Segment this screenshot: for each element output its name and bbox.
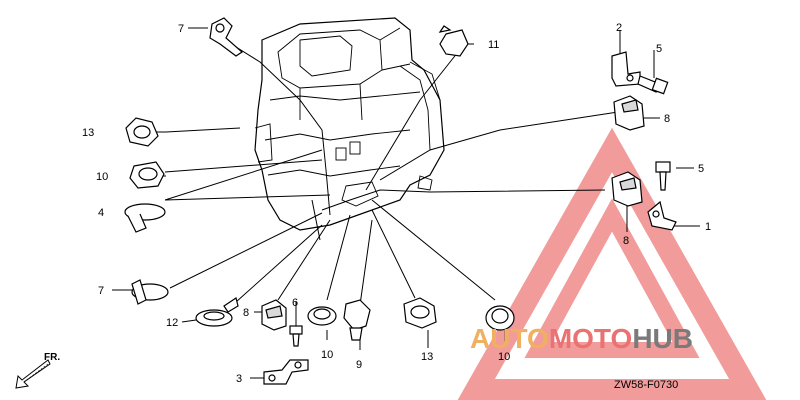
callout-labels: 7 11 2 5 8 13 10 4 5 1 8 7 12 8 6 10 9 1… <box>82 22 711 385</box>
clip-12 <box>195 297 239 327</box>
callout-7-top: 7 <box>178 23 184 35</box>
engine-block <box>254 17 445 231</box>
clip-11 <box>438 25 469 57</box>
clip-10-middle <box>307 306 337 326</box>
clip-7-lower <box>131 279 169 305</box>
callout-10-right: 10 <box>498 351 510 363</box>
watermark-triangle <box>457 127 767 400</box>
callout-10-middle: 10 <box>321 349 333 361</box>
holder-8-lower <box>261 299 287 331</box>
callout-1: 1 <box>705 221 711 233</box>
callout-8-right: 8 <box>623 235 629 247</box>
callout-5-right: 5 <box>698 163 704 175</box>
svg-text:AUTOMOTOHUB: AUTOMOTOHUB <box>470 323 693 354</box>
bracket-2 <box>611 51 641 87</box>
bolt-5-top <box>637 75 669 95</box>
front-direction-indicator: FR. <box>15 352 60 389</box>
bracket-3 <box>263 359 309 385</box>
front-arrow-icon <box>15 359 51 389</box>
callout-9: 9 <box>356 359 362 371</box>
watermark-part-auto: AUTO <box>470 323 549 354</box>
callout-13-lower: 13 <box>421 351 433 363</box>
bracket-1 <box>647 200 677 231</box>
callout-5-top: 5 <box>656 43 662 55</box>
clip-10-left <box>129 161 165 189</box>
callout-4: 4 <box>98 207 104 219</box>
band-4 <box>124 203 166 233</box>
watermark-part-hub: HUB <box>632 323 693 354</box>
callout-11: 11 <box>488 39 499 51</box>
callout-2: 2 <box>616 22 622 34</box>
diagram-code: ZW58-F0730 <box>614 379 678 391</box>
wire-harness <box>227 41 619 241</box>
clip-13-left <box>125 117 159 147</box>
callout-3: 3 <box>236 373 242 385</box>
bolt-5-right <box>655 161 671 191</box>
watermark-part-moto: MOTO <box>549 323 632 354</box>
front-label: FR. <box>44 352 60 363</box>
clip-7-top <box>209 17 243 57</box>
holder-8-top <box>613 95 645 131</box>
holder-8-right <box>611 171 643 207</box>
callout-8-top: 8 <box>664 113 670 125</box>
callout-8-lower: 8 <box>243 307 249 319</box>
callout-10-left: 10 <box>96 171 108 183</box>
callout-6: 6 <box>292 297 298 309</box>
watermark-logo: AUTOMOTOHUB <box>470 323 693 354</box>
clip-9 <box>343 299 371 341</box>
clip-10-right <box>485 305 515 331</box>
callout-13-left: 13 <box>82 127 94 139</box>
callout-12: 12 <box>166 317 178 329</box>
bolt-6 <box>289 325 303 347</box>
callout-7-lower: 7 <box>98 285 104 297</box>
clip-13-lower <box>403 297 437 329</box>
